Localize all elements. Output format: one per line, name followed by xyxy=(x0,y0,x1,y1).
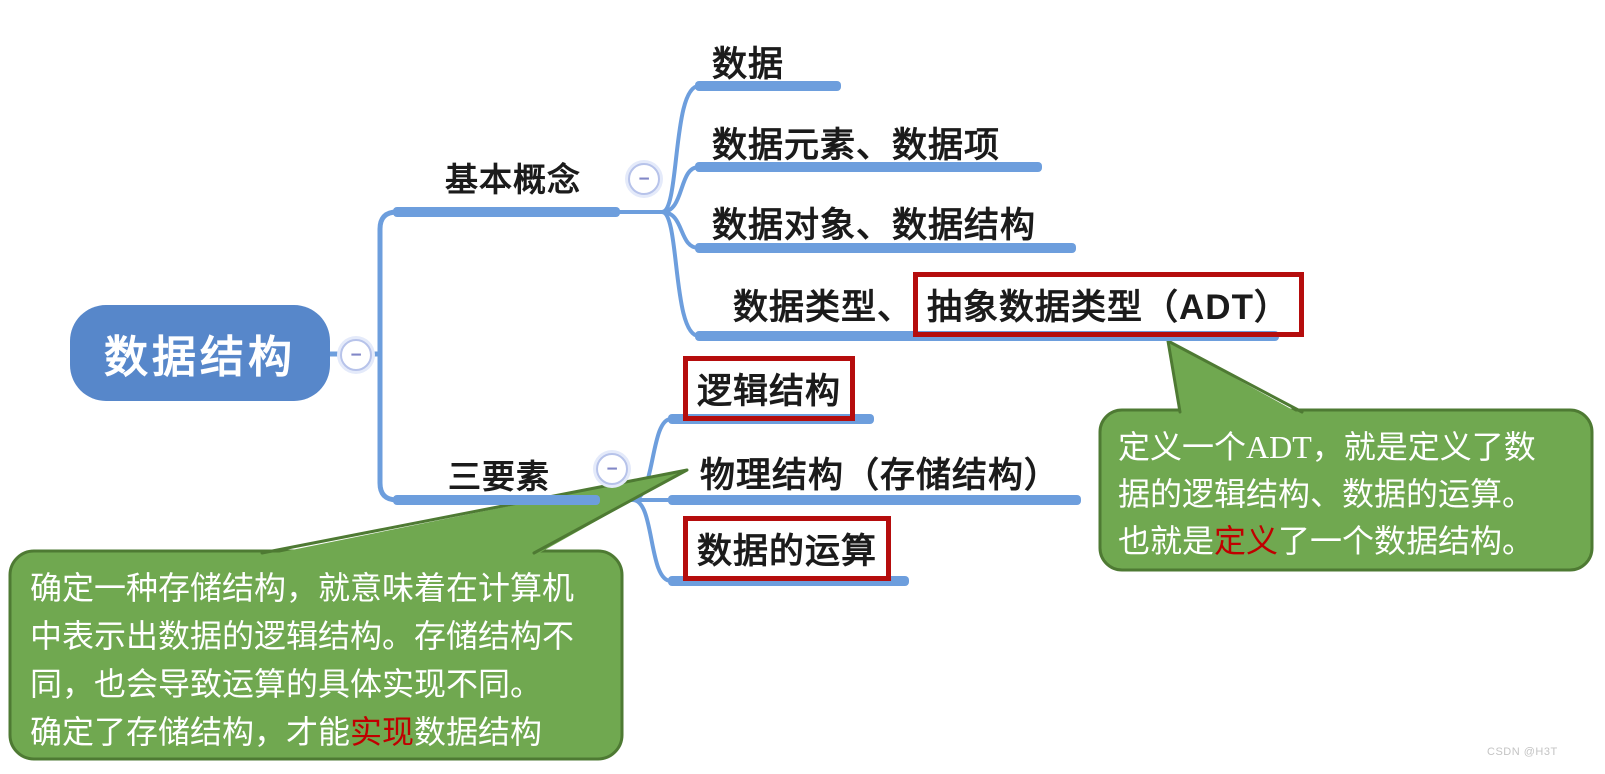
adt-callout-pointer-edge xyxy=(1166,339,1304,414)
topic-data-element[interactable]: 数据元素、数据项 xyxy=(712,117,1000,168)
storage-callout-text: 确定一种存储结构，就意味着在计算机中表示出数据的逻辑结构。存储结构不同，也会导致… xyxy=(30,570,575,750)
watermark: CSDN @H3T xyxy=(1487,746,1558,758)
topic-data-type[interactable]: 数据类型、抽象数据类型（ADT） xyxy=(733,272,1304,337)
fan-line-type xyxy=(660,210,701,338)
topic-adt-highlight-box: 抽象数据类型（ADT） xyxy=(913,272,1304,337)
topic-underline-element xyxy=(695,162,1042,172)
topic-physical-structure-label: 物理结构（存储结构） xyxy=(700,456,1061,495)
topic-data-object[interactable]: 数据对象、数据结构 xyxy=(712,197,1036,248)
branch-topic-basic-concepts[interactable]: 基本概念 xyxy=(445,161,581,198)
collapse-root-button[interactable]: − xyxy=(340,339,372,371)
adt-callout-text: 定义一个ADT，就是定义了数据的逻辑结构、数据的运算。也就是定义了一个数据结构。 xyxy=(1118,429,1536,559)
fan-line-element xyxy=(660,165,701,214)
topic-logical-structure[interactable]: 逻辑结构 xyxy=(683,356,856,421)
topic-underline-operation xyxy=(668,576,909,586)
adt-callout-bubble xyxy=(1098,408,1594,572)
collapse-basic-button[interactable]: − xyxy=(628,163,660,195)
branch-underline-three xyxy=(393,495,600,505)
collapse-three-button[interactable]: − xyxy=(596,453,628,485)
branch-topic-three-elements[interactable]: 三要素 xyxy=(448,458,550,495)
fan-line-data xyxy=(660,84,701,214)
topic-underline-object xyxy=(695,243,1076,253)
topic-logical-highlight-box: 逻辑结构 xyxy=(683,356,856,421)
topic-data-element-label: 数据元素、数据项 xyxy=(712,126,1001,165)
bracket-to-basic-line xyxy=(377,209,403,357)
fan-line-operation xyxy=(631,498,673,583)
topic-underline-data xyxy=(695,81,841,91)
branch-underline-basic xyxy=(393,207,620,217)
fan-line-object xyxy=(660,210,701,250)
root-topic[interactable]: 数据结构 xyxy=(70,305,330,401)
storage-callout-pointer-edge xyxy=(260,468,689,555)
topic-underline-physical xyxy=(668,495,1081,505)
bracket-to-three-line xyxy=(377,351,403,503)
topic-data-type-prefix: 数据类型、 xyxy=(733,288,914,327)
topic-data[interactable]: 数据 xyxy=(712,36,784,87)
topic-data-object-label: 数据对象、数据结构 xyxy=(712,206,1037,245)
topic-operation-highlight-box: 数据的运算 xyxy=(683,516,892,581)
topic-physical-structure[interactable]: 物理结构（存储结构） xyxy=(700,447,1060,498)
topic-data-operation[interactable]: 数据的运算 xyxy=(683,516,892,581)
topic-data-label: 数据 xyxy=(712,45,785,84)
